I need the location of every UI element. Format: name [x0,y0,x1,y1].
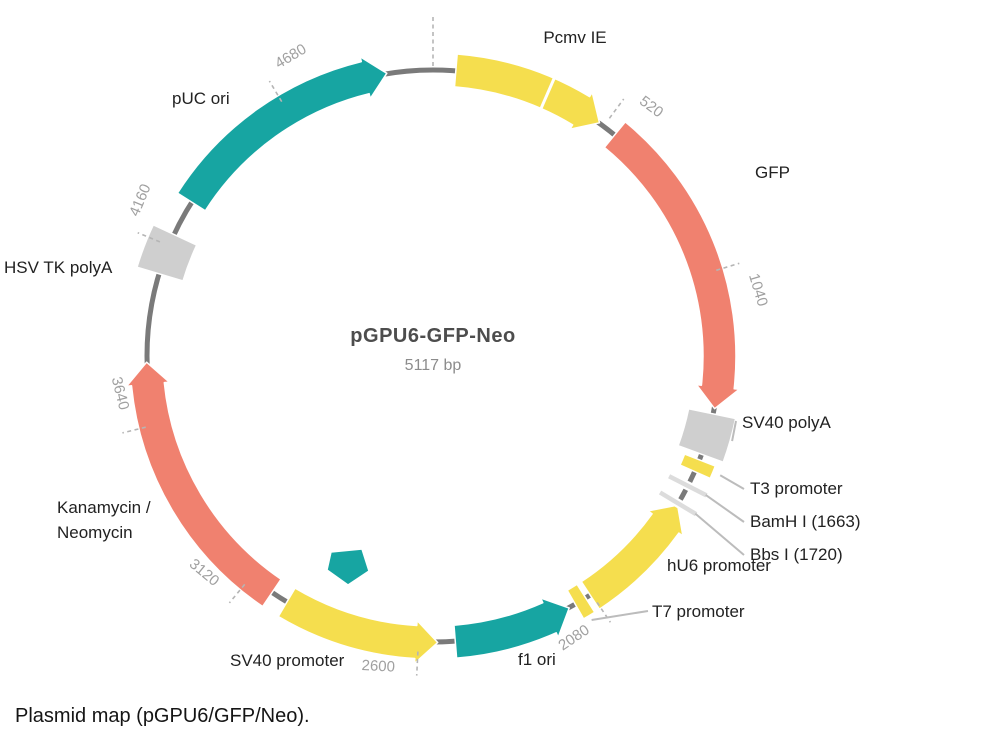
leader-line [705,494,745,523]
site-bamhi-mark [668,474,708,498]
label-bamhi: BamH I (1663) [750,512,861,531]
feature-kan-neo [125,361,282,608]
feature-divider [538,74,557,112]
feature-t7-promoter [566,583,596,620]
label-sv40-promoter: SV40 promoter [230,651,345,670]
label-pcmv-ie: Pcmv IE [543,28,606,47]
bp-tick-label: 520 [636,93,666,122]
feature-hsv-tk-polya [136,224,198,282]
bp-tick [122,426,146,434]
label-t3-promoter: T3 promoter [750,479,843,498]
bp-tick-label: 3640 [108,375,133,411]
bp-tick-label: 4160 [126,181,155,218]
label-sv40-polya: SV40 polyA [742,413,831,432]
label-f1-ori: f1 ori [518,650,556,669]
marker-pentagon [326,548,370,586]
label-kan-neo: Kanamycin / [57,498,151,517]
label-hu6-promoter: hU6 promoter [667,556,771,575]
bp-tick-label: 4680 [272,41,309,73]
label-gfp: GFP [755,163,790,182]
feature-f1-ori [453,597,570,659]
label-bbsi: Bbs I (1720) [750,545,843,564]
leader-line [591,610,649,621]
leader-line [694,512,745,556]
plasmid-size: 5117 bp [405,357,462,374]
leader-line [719,474,745,490]
feature-pcmv-ie [453,53,601,130]
bp-tick-label: 1040 [745,272,771,309]
label-kan-neo-2: Neomycin [57,523,133,542]
bp-tick [608,98,625,119]
feature-puc-ori [176,55,388,212]
label-puc-ori: pUC ori [172,89,230,108]
label-hsv-tk-polya: HSV TK polyA [4,258,113,277]
feature-sv40-promoter [277,587,439,665]
feature-gfp [603,121,740,410]
leader-line [731,420,737,442]
plasmid-name: pGPU6-GFP-Neo [350,325,515,347]
site-bbsi-mark [658,490,698,517]
feature-hu6-promoter [580,504,684,610]
feature-sv40-polya [677,408,737,463]
bp-tick-label: 2600 [361,657,395,676]
figure-caption: Plasmid map (pGPU6/GFP/Neo). [15,705,310,727]
bp-tick [596,601,612,623]
label-t7-promoter: T7 promoter [652,602,745,621]
bp-tick [268,80,283,103]
feature-t3-promoter [679,453,717,480]
